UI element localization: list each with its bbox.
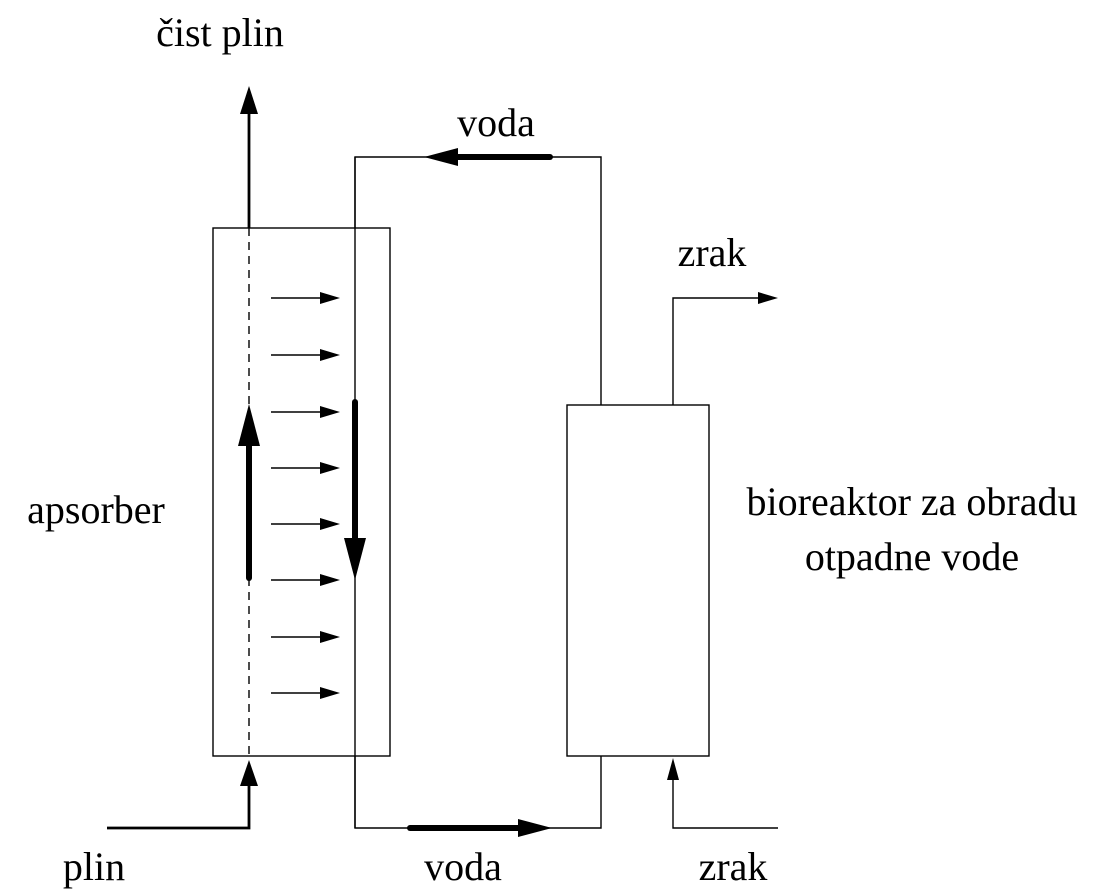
absorber-label: apsorber [27, 487, 165, 532]
bottom-water-flow-arrowhead [518, 819, 552, 837]
air-out-label: zrak [678, 230, 747, 275]
air-in-label: zrak [699, 844, 768, 889]
mass-transfer-arrowhead [320, 631, 340, 643]
mass-transfer-arrowhead [320, 462, 340, 474]
mass-transfer-arrowhead [320, 349, 340, 361]
bioreactor-label-line2: otpadne vode [805, 534, 1019, 579]
water-downflow-arrowhead [344, 538, 366, 580]
bioreactor-label-line1: bioreaktor za obradu [747, 479, 1078, 524]
top-water-flow-arrowhead [424, 148, 458, 166]
top-water-label: voda [457, 100, 535, 145]
gas-inlet-arrowhead [240, 760, 258, 786]
air-inlet-arrowhead [667, 758, 679, 780]
gas-in-label: plin [63, 844, 125, 889]
mass-transfer-arrowhead [320, 292, 340, 304]
bottom-water-label: voda [424, 844, 502, 889]
clean-gas-arrowhead [240, 86, 258, 114]
bioreactor-box [566, 404, 710, 757]
air-outlet-line [672, 297, 760, 405]
bottom-water-line [354, 756, 602, 829]
clean-gas-label: čist plin [156, 10, 284, 55]
gas-upflow-arrowhead [238, 404, 260, 446]
gas-inlet-line [107, 782, 251, 830]
top-water-line [354, 156, 602, 405]
mass-transfer-arrows [271, 292, 340, 699]
mass-transfer-arrowhead [320, 574, 340, 586]
mass-transfer-arrowhead [320, 687, 340, 699]
mass-transfer-arrowhead [320, 406, 340, 418]
air-inlet-line [672, 778, 778, 829]
mass-transfer-arrowhead [320, 518, 340, 530]
absorber-column [212, 227, 391, 757]
air-outlet-arrowhead [758, 292, 778, 304]
